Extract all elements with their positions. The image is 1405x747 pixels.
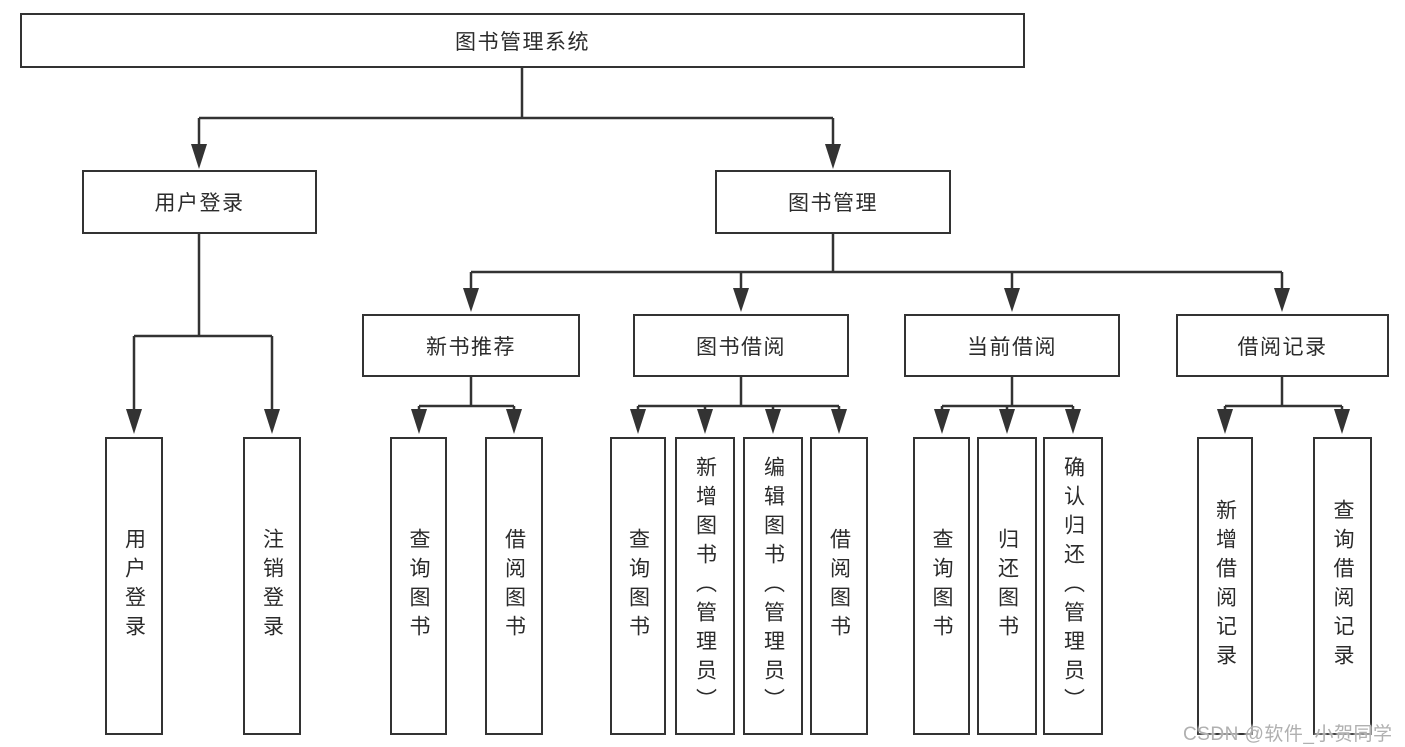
arrowhead-icon — [1004, 288, 1020, 312]
arrowhead-icon — [825, 144, 841, 169]
arrowhead-icon — [697, 409, 713, 434]
node-leaf-query-books-recommend: 查询图书 — [390, 437, 447, 735]
arrowhead-icon — [506, 409, 522, 434]
node-leaf-query-borrow-record: 查询借阅记录 — [1313, 437, 1372, 735]
node-label: 用户登录 — [154, 192, 245, 215]
node-new-book-recommend: 新书推荐 — [362, 314, 580, 377]
node-user-login: 用户登录 — [82, 170, 317, 234]
node-leaf-borrow-books-recommend: 借阅图书 — [485, 437, 543, 735]
node-leaf-user-login: 用户登录 — [105, 437, 163, 735]
arrowhead-icon — [630, 409, 646, 434]
node-label: 图书借阅 — [696, 335, 786, 359]
node-label: 查询借阅记录 — [1331, 499, 1354, 673]
node-label: 查询图书 — [930, 528, 953, 644]
node-label: 图书管理 — [788, 192, 878, 215]
node-leaf-return-books: 归还图书 — [977, 437, 1037, 735]
node-label: 借阅图书 — [827, 528, 851, 644]
node-book-borrowing: 图书借阅 — [633, 314, 849, 377]
node-leaf-add-books-admin: 新增图书（管理员） — [675, 437, 735, 735]
node-leaf-confirm-return-admin: 确认归还（管理员） — [1043, 437, 1103, 735]
arrowhead-icon — [733, 288, 749, 312]
arrowheads — [126, 144, 1350, 434]
arrowhead-icon — [831, 409, 847, 434]
node-label: 新书推荐 — [426, 335, 516, 359]
node-label: 新增借阅记录 — [1213, 499, 1237, 673]
node-label: 查询图书 — [626, 528, 650, 644]
node-label: 查询图书 — [407, 528, 430, 644]
node-leaf-add-borrow-record: 新增借阅记录 — [1197, 437, 1253, 735]
node-label: 当前借阅 — [967, 335, 1057, 359]
arrowhead-icon — [934, 409, 950, 434]
node-borrowing-records: 借阅记录 — [1176, 314, 1389, 377]
node-current-borrowing: 当前借阅 — [904, 314, 1120, 377]
node-label: 编辑图书（管理员） — [761, 455, 785, 717]
node-label: 图书管理系统 — [455, 30, 590, 54]
node-label: 归还图书 — [995, 528, 1019, 644]
arrowhead-icon — [264, 409, 280, 434]
node-root: 图书管理系统 — [20, 13, 1025, 68]
node-label: 注销登录 — [260, 528, 284, 644]
node-label: 确认归还（管理员） — [1061, 455, 1085, 717]
node-label: 新增图书（管理员） — [693, 455, 717, 717]
arrowhead-icon — [463, 288, 479, 312]
arrowhead-icon — [411, 409, 427, 434]
arrowhead-icon — [1065, 409, 1081, 434]
node-leaf-query-books-borrow: 查询图书 — [610, 437, 666, 735]
node-leaf-logout: 注销登录 — [243, 437, 301, 735]
arrowhead-icon — [1217, 409, 1233, 434]
node-leaf-query-books-current: 查询图书 — [913, 437, 970, 735]
arrowhead-icon — [1274, 288, 1290, 312]
node-leaf-edit-books-admin: 编辑图书（管理员） — [743, 437, 803, 735]
watermark: CSDN @软件_小贺同学 — [1183, 724, 1393, 745]
arrowhead-icon — [765, 409, 781, 434]
node-leaf-borrow-books: 借阅图书 — [810, 437, 868, 735]
node-book-management: 图书管理 — [715, 170, 951, 234]
arrowhead-icon — [999, 409, 1015, 434]
arrowhead-icon — [126, 409, 142, 434]
node-label: 借阅图书 — [502, 528, 526, 644]
node-label: 用户登录 — [122, 528, 146, 644]
arrowhead-icon — [1334, 409, 1350, 434]
node-label: 借阅记录 — [1237, 335, 1328, 359]
arrowhead-icon — [191, 144, 207, 169]
